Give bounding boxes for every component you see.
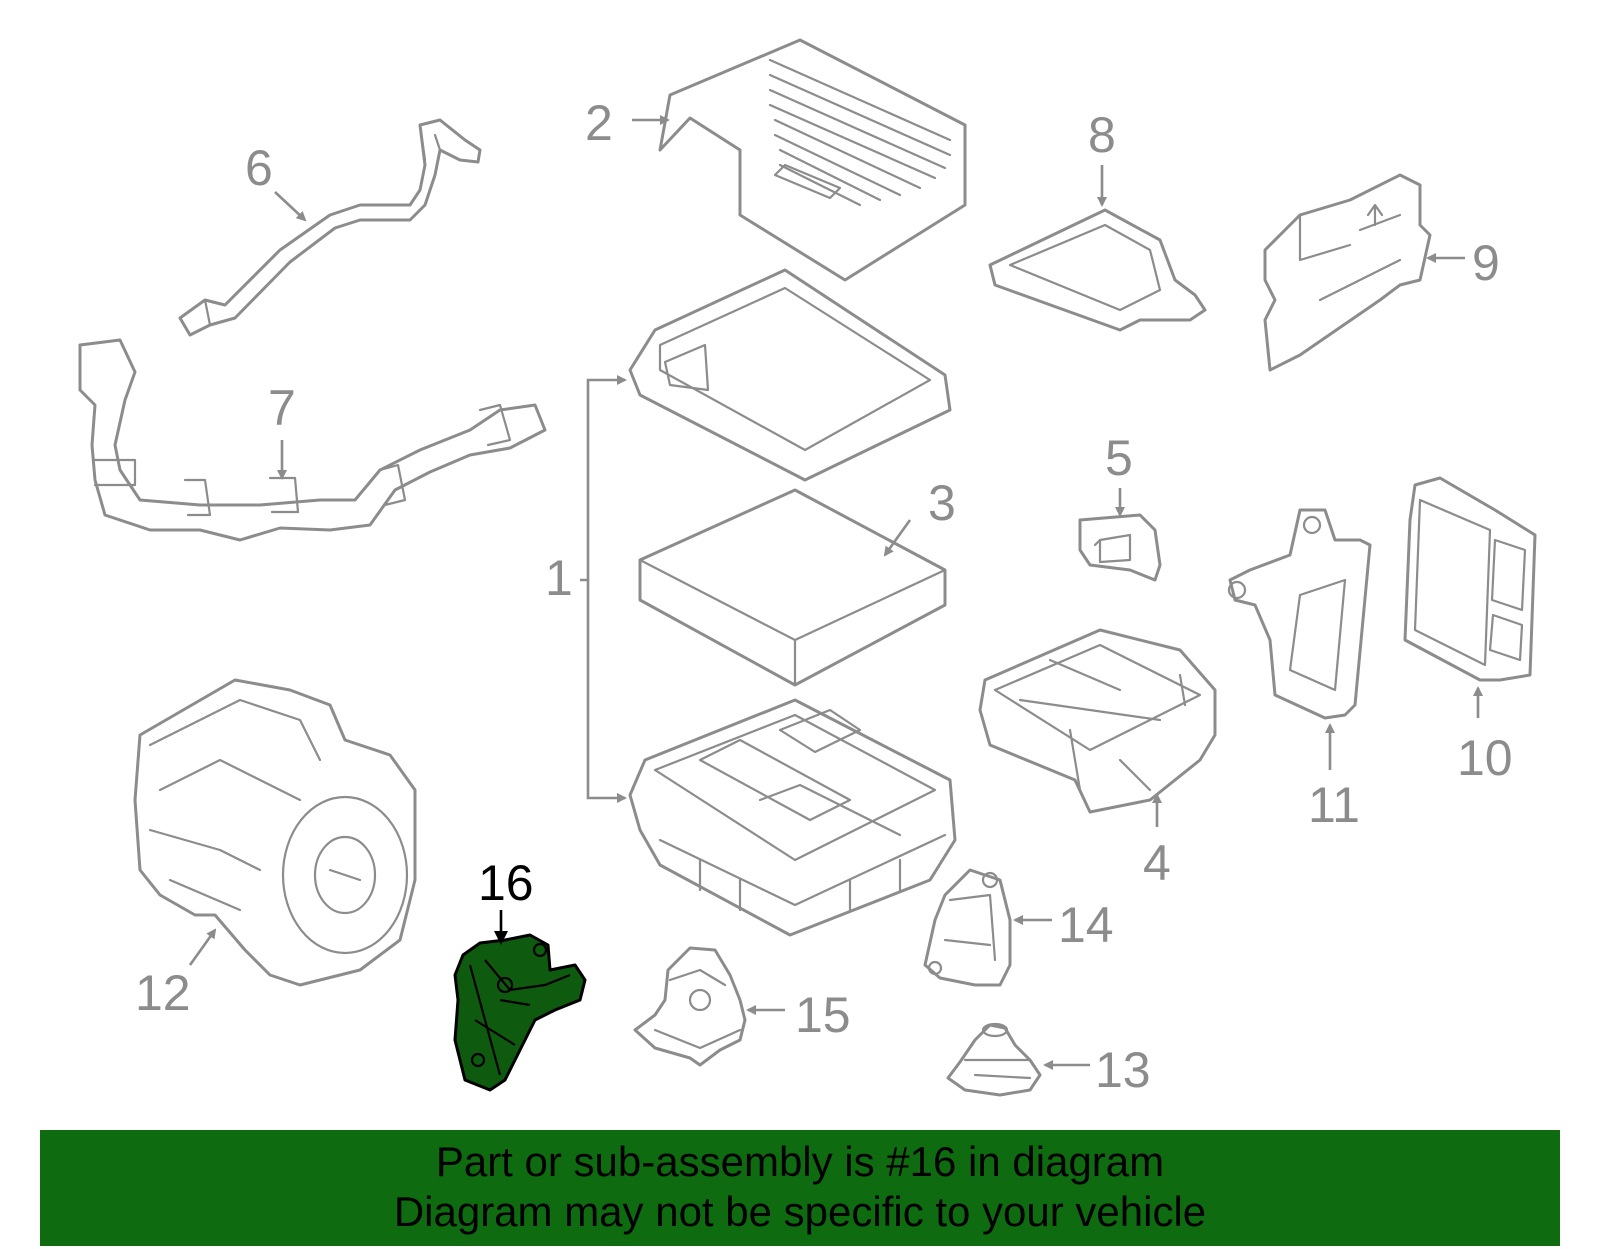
callout-2: 2 [585,95,613,151]
part-16-mount [453,933,587,1092]
part-5-cover [1078,513,1162,582]
callout-11: 11 [1308,777,1360,833]
part-8-gasket [988,208,1207,332]
callout-3: 3 [928,475,956,531]
callout-6: 6 [245,140,273,196]
part-11-bracket [1227,508,1372,720]
banner-line-2: Diagram may not be specific to your vehi… [393,1188,1207,1235]
part-6-harness [178,118,482,337]
callout-1: 1 [545,550,573,606]
callout-12: 12 [135,965,191,1021]
part-10-ecu [1403,476,1537,682]
part-1-housing-base [628,698,957,937]
callout-15: 15 [795,987,851,1043]
part-1-housing-top [628,268,952,482]
part-7-harness [78,338,547,542]
callout-10: 10 [1457,730,1513,786]
part-13-mount [946,1022,1042,1097]
part-2-cover [658,38,967,282]
callout-7: 7 [268,380,296,436]
info-banner: Part or sub-assembly is #16 in diagram D… [40,1130,1560,1246]
part-3-filter [638,488,947,687]
part-4-inverter [978,628,1217,814]
callout-4: 4 [1143,835,1171,891]
part-12-motor [133,678,417,987]
part-9-bracket [1263,173,1432,372]
callout-14: 14 [1058,897,1114,953]
banner-line-1: Part or sub-assembly is #16 in diagram [435,1138,1165,1185]
callout-5: 5 [1105,430,1133,486]
callout-9: 9 [1472,235,1500,291]
callout-16: 16 [478,855,534,911]
part-15-mount [633,946,747,1067]
part-14-mount [923,868,1012,987]
callout-8: 8 [1088,107,1116,163]
callout-13: 13 [1095,1042,1151,1098]
